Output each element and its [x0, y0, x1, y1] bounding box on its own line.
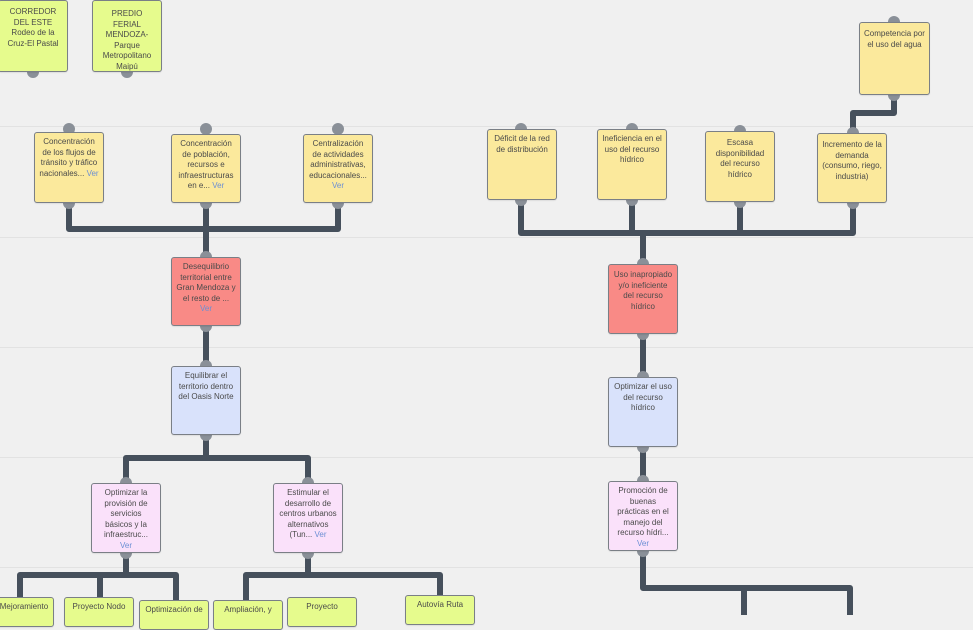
ver-link[interactable]: Ver — [119, 540, 132, 550]
node-label: Ineficiencia en el uso del recurso hídri… — [602, 134, 662, 164]
ver-link[interactable]: Ver — [86, 168, 99, 178]
node-label: Equilibrar el territorio dentro del Oasi… — [178, 371, 234, 401]
node-label: Déficit de la red de distribución — [494, 134, 550, 154]
swimlane-divider — [0, 347, 973, 348]
node-label: Optimizar la provisión de servicios bási… — [103, 488, 148, 539]
node-incremento-demanda[interactable]: Incremento de la demanda (consumo, riego… — [817, 133, 887, 203]
node-escasa-disponibilidad[interactable]: Escasa disponibilidad del recurso hídric… — [705, 131, 775, 202]
connector-line — [518, 200, 856, 236]
node-optimizacion-de[interactable]: Optimización de — [139, 600, 209, 630]
node-predio-ferial[interactable]: PREDIO FERIAL MENDOZA- Parque Metropolit… — [92, 0, 162, 72]
ver-link[interactable]: Ver — [636, 538, 649, 548]
node-proyecto[interactable]: Proyecto — [287, 597, 357, 627]
node-concentracion-flujos[interactable]: Concentración de los flujos de tránsito … — [34, 132, 104, 203]
ver-link[interactable]: Ver — [331, 181, 344, 190]
connector-line — [126, 572, 179, 600]
node-uso-inapropiado[interactable]: Uso inapropiado y/o ineficiente del recu… — [608, 264, 678, 334]
node-centralizacion[interactable]: Centralización de actividades administra… — [303, 134, 373, 203]
node-label: Centralización de actividades administra… — [309, 139, 367, 180]
node-ampliacion[interactable]: Ampliación, y — [213, 600, 283, 630]
connector-line — [308, 572, 443, 600]
connector-line — [123, 435, 209, 483]
node-label: Proyecto Nodo — [72, 602, 126, 611]
node-optimizar-provision[interactable]: Optimizar la provisión de servicios bási… — [91, 483, 161, 553]
node-optimizar-uso[interactable]: Optimizar el uso del recurso hídrico — [608, 377, 678, 447]
node-label: CORREDOR DEL ESTE Rodeo de la Cruz-El Pa… — [7, 7, 59, 48]
node-label: Competencia por el uso del agua — [864, 29, 925, 49]
node-label: Escasa disponibilidad del recurso hídric… — [715, 138, 765, 179]
node-label: Estimular el desarrollo de centros urban… — [279, 488, 337, 539]
connector-line — [206, 455, 311, 483]
node-estimular-desarrollo[interactable]: Estimular el desarrollo de centros urban… — [273, 483, 343, 553]
node-label: Promoción de buenas prácticas en el mane… — [617, 486, 669, 537]
node-promocion-buenas-practicas[interactable]: Promoción de buenas prácticas en el mane… — [608, 481, 678, 551]
node-mejoramiento[interactable]: Mejoramiento — [0, 597, 54, 627]
node-label: PREDIO FERIAL MENDOZA- Parque Metropolit… — [102, 9, 152, 71]
node-proyecto-nodo[interactable]: Proyecto Nodo — [64, 597, 134, 627]
swimlane-divider — [0, 567, 973, 568]
node-label: Concentración de los flujos de tránsito … — [39, 137, 98, 178]
ver-link[interactable]: Ver — [199, 304, 212, 313]
connector-line — [243, 553, 311, 600]
swimlane-divider — [0, 126, 973, 127]
node-equilibrar-territorio[interactable]: Equilibrar el territorio dentro del Oasi… — [171, 366, 241, 435]
node-competencia-agua[interactable]: Competencia por el uso del agua — [859, 22, 930, 95]
node-label: Uso inapropiado y/o ineficiente del recu… — [613, 270, 673, 311]
node-label: Optimización de — [145, 605, 203, 614]
ver-link[interactable]: Ver — [212, 181, 225, 190]
swimlane-divider — [0, 237, 973, 238]
node-concentracion-poblacion[interactable]: Concentración de población, recursos e i… — [171, 134, 241, 203]
node-label: Optimizar el uso del recurso hídrico — [614, 382, 672, 412]
node-label: Proyecto — [306, 602, 338, 611]
node-corredor-del-este[interactable]: CORREDOR DEL ESTE Rodeo de la Cruz-El Pa… — [0, 0, 68, 72]
node-label: Mejoramiento — [0, 602, 49, 611]
swimlane-divider — [0, 457, 973, 458]
connector-line — [17, 553, 129, 600]
node-autovia-ruta[interactable]: Autovía Ruta — [405, 595, 475, 625]
node-label: Autovía Ruta — [416, 600, 464, 609]
ver-link[interactable]: Ver — [314, 530, 327, 539]
connector-knob — [332, 123, 344, 135]
node-deficit-red[interactable]: Déficit de la red de distribución — [487, 129, 557, 200]
node-label: Incremento de la demanda (consumo, riego… — [822, 140, 882, 181]
node-label: Ampliación, y — [224, 605, 272, 614]
connector-line — [850, 95, 897, 133]
node-desequilibrio-territorial[interactable]: Desequilibrio territorial entre Gran Men… — [171, 257, 241, 326]
node-label: Concentración de población, recursos e i… — [178, 139, 234, 190]
node-label: Desequilibrio territorial entre Gran Men… — [176, 262, 236, 303]
connector-knob — [200, 123, 212, 135]
node-ineficiencia-uso[interactable]: Ineficiencia en el uso del recurso hídri… — [597, 129, 667, 200]
